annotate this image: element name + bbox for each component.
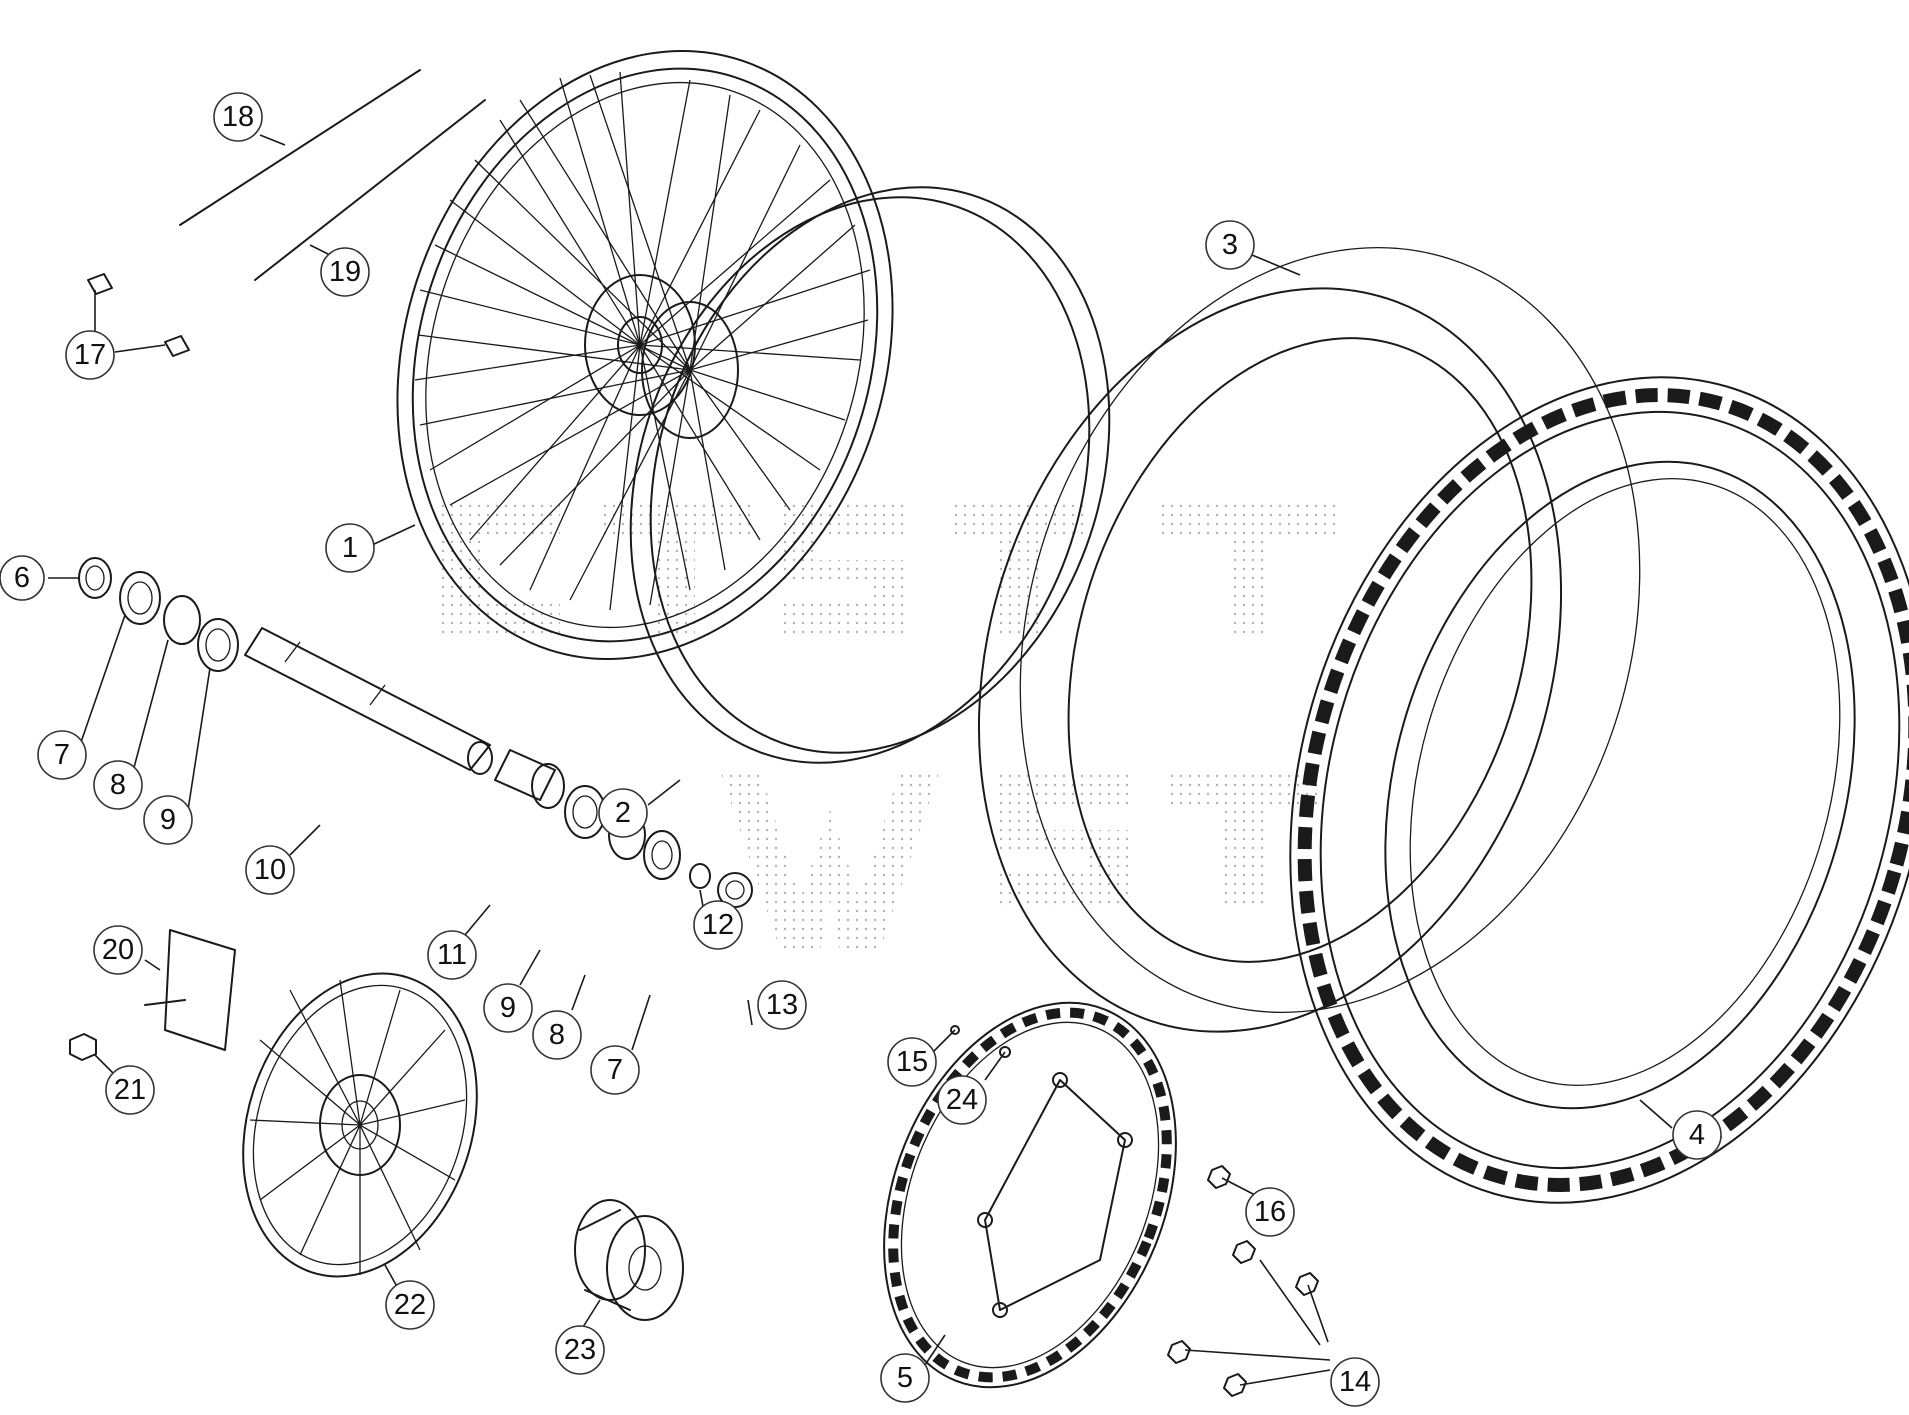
svg-text:19: 19 [329,256,361,288]
leader-lines [48,134,1673,1386]
callout-3: 3 [1205,220,1255,270]
callout-11: 11 [427,930,477,980]
svg-text:14: 14 [1339,1366,1371,1398]
svg-text:10: 10 [254,854,286,886]
disc-bolts [950,1025,1319,1397]
inner-tube-part-3 [977,247,1641,1033]
svg-text:6: 6 [14,562,30,594]
svg-text:3: 3 [1222,229,1238,261]
svg-text:12: 12 [702,909,734,941]
svg-text:13: 13 [766,989,798,1021]
svg-text:8: 8 [549,1019,565,1051]
callout-7b: 7 [590,1045,640,1095]
svg-text:24: 24 [946,1084,978,1116]
svg-text:17: 17 [74,339,106,371]
svg-text:9: 9 [160,804,176,836]
svg-text:11: 11 [437,939,467,971]
callout-8a: 8 [93,760,143,810]
callout-24: 24 [937,1075,987,1125]
svg-text:21: 21 [114,1074,146,1106]
callout-8b: 8 [532,1010,582,1060]
svg-text:1: 1 [342,532,358,564]
svg-text:22: 22 [394,1289,426,1321]
svg-text:7: 7 [54,739,70,771]
callout-17: 17 [65,330,115,380]
svg-text:16: 16 [1254,1196,1286,1228]
callout-12: 12 [693,900,743,950]
callout-21: 21 [105,1065,155,1115]
callout-13: 13 [757,980,807,1030]
callout-9b: 9 [483,983,533,1033]
callout-1: 1 [325,523,375,573]
svg-text:15: 15 [896,1046,928,1078]
callout-20: 20 [93,925,143,975]
svg-text:23: 23 [564,1334,596,1366]
callout-22: 22 [385,1280,435,1330]
callout-18: 18 [213,92,263,142]
hub-part-23 [574,1199,684,1321]
svg-text:18: 18 [222,101,254,133]
callout-4: 4 [1672,1110,1722,1160]
callout-5: 5 [880,1353,930,1403]
callout-16: 16 [1245,1187,1295,1237]
svg-text:5: 5 [897,1362,913,1394]
svg-text:20: 20 [102,934,134,966]
rim-band-part-2 [629,186,1111,764]
tire-part-4 [1289,376,1909,1204]
callout-14a: 14 [1330,1357,1380,1407]
assembled-wheel-part-22 [242,972,478,1278]
svg-text:7: 7 [607,1054,623,1086]
callout-23: 23 [555,1325,605,1375]
svg-text:8: 8 [110,769,126,801]
callout-9a: 9 [143,795,193,845]
rim-lock-and-nut [69,929,236,1061]
svg-text:2: 2 [615,797,631,829]
callout-6: 6 [0,555,45,601]
brake-disc-part-5 [883,1001,1177,1389]
callout-2: 2 [598,788,648,838]
callout-19: 19 [320,247,370,297]
axle-assembly [78,557,753,908]
svg-text:4: 4 [1689,1119,1705,1151]
svg-text:9: 9 [500,992,516,1024]
callout-10: 10 [245,845,295,895]
callout-7a: 7 [37,730,87,780]
callout-15: 15 [887,1037,937,1087]
spokes-and-nipples [87,69,486,357]
watermark [440,500,1340,950]
